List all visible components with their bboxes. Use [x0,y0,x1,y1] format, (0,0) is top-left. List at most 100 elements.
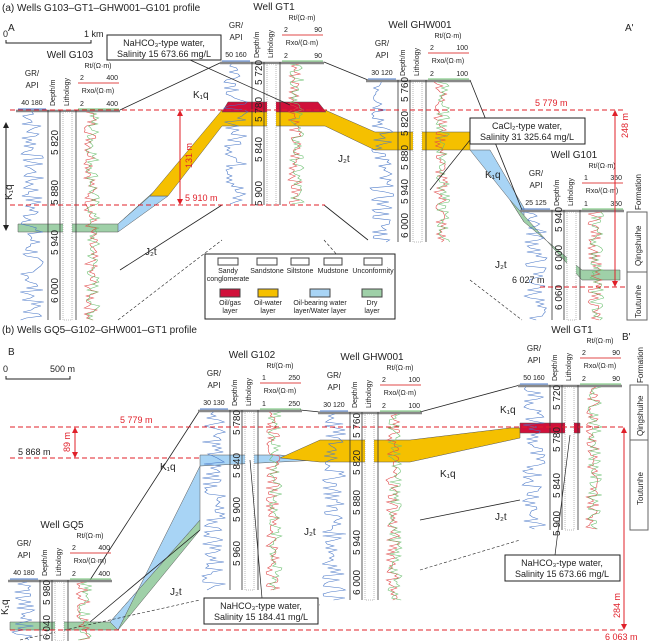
rt-scale-min: 2 [430,45,434,52]
rt-scale-max: 400 [106,75,118,82]
svg-text:Salinity 31 325.64 mg/L: Salinity 31 325.64 mg/L [480,132,574,142]
well-name: Well G102 [229,350,276,361]
rxo-label: Rxo/(Ω·m) [82,88,114,95]
gr-curve [321,413,347,601]
rt-scale-max: 400 [98,545,110,552]
rxo-scale-min: 2 [80,101,84,108]
svg-text:Toutunhe: Toutunhe [634,285,643,318]
legend-label-line: Dry [367,300,378,307]
rt-scale-min: 2 [80,75,84,82]
callout-cacl2-ghw001: CaCl₂-type water, Salinity 31 325.64 mg/… [429,117,586,191]
depth-label: 5 780 [552,427,563,452]
profile-end-label: B' [622,332,631,343]
legend-unconformity: Unconformity [352,257,394,275]
profile-start-label: A [8,23,15,34]
rxo-label: Rxo/(Ω·m) [74,558,106,565]
legend-label-line: Sandy [218,268,238,275]
rt-label: Rt/(Ω·m) [386,365,413,372]
rt-label: Rt/(Ω·m) [84,63,111,70]
svg-text:Salinity 15 673.66 mg/L: Salinity 15 673.66 mg/L [515,569,609,579]
rt-label: Rt/(Ω·m) [288,15,315,22]
gr-scale: 30 130 [203,400,225,407]
depth-label: 5 900 [552,511,563,536]
water-layer-right [469,149,525,223]
unit-k1q-left: K₁q [4,184,15,200]
depth-label: 5 840 [552,473,563,498]
legend-label-line: layer [222,308,238,315]
lithology-header: Lithology [64,77,71,106]
well-name: Well GT1 [253,2,295,13]
svg-text:Qingshuihe: Qingshuihe [634,225,643,266]
rt-label: Rt/(Ω·m) [76,533,103,540]
svg-text:Unconformity: Unconformity [352,268,394,275]
lithology-header: Lithology [268,29,275,58]
rxo-label: Rxo/(Ω·m) [384,390,416,397]
depth-label: 5 760 [352,413,363,438]
rt-scale-max: 90 [314,27,322,34]
thickness-284-label: 284 m [612,593,622,618]
thickness-248-label: 248 m [620,113,630,138]
rt-label: Rt/(Ω·m) [434,33,461,40]
unit-k1q: K₁q [500,405,516,416]
well-name: Well GQ5 [40,520,84,531]
panel-b-title: (b) Wells GQ5–G102–GHW001–GT1 profile [2,325,197,336]
depth-label: 6 060 [554,285,565,310]
rxo-label: Rxo/(Ω·m) [432,58,464,65]
panel-a: (a) Wells G103–GT1–GHW001–G101 profile A… [2,2,648,321]
formation-column-a: Formation Qingshuihe Toutunhe [626,174,648,321]
unit-k1q: K₁q [485,170,501,181]
rxo-scale-min: 2 [582,376,586,383]
gr-label: GR/ [529,169,544,178]
depth-label: 5 880 [352,490,363,515]
lithology-track [244,411,255,591]
rt-curve [587,211,603,321]
rxo-scale-min: 1 [584,201,588,208]
legend-label-line: layer [364,308,380,315]
callout-nahco3-g102: NaHCO₃-type water, Salinity 15 184.41 mg… [203,459,319,625]
well-name: Well G101 [551,150,598,161]
lithology-header: Lithology [566,352,573,381]
api-label: API [208,381,221,390]
panel-a-title: (a) Wells G103–GT1–GHW001–G101 profile [2,3,201,14]
depth-label: 6 000 [400,213,411,238]
unit-j2t: J₂t [145,247,157,258]
gr-curve [521,386,546,530]
profile-end-label: A' [625,23,634,34]
rxo-curve [288,63,305,205]
rt-scale-min: 2 [284,27,288,34]
lithology-header: Lithology [414,47,421,76]
svg-text:500 m: 500 m [50,364,75,374]
rt-curve [287,63,303,205]
lithology-track [62,111,73,321]
datum-5779-label: 5 779 m [535,98,568,108]
well-name: Well GT1 [551,325,593,336]
svg-text:Qingshuihe: Qingshuihe [636,395,645,436]
unit-j2t: J₂t [338,154,350,165]
scale-bar: 0 500 m [3,364,75,380]
api-label: API [230,33,243,42]
dry-layer [17,149,201,233]
top-5910-label: 5 910 m [185,193,218,203]
correlation-lines [119,61,523,271]
scale-max: 1 km [84,29,104,39]
gr-curve [20,111,44,321]
svg-text:Formation: Formation [634,174,643,210]
rt-scale-max: 350 [610,175,622,182]
lithology-track [412,81,423,243]
rt-curve [433,81,449,243]
rt-scale-max: 100 [408,377,420,384]
depth-header: Depth/m [400,49,407,76]
rxo-scale-max: 90 [314,53,322,60]
gr-curve [11,581,36,641]
legend-siltstone: Siltstone [287,257,314,275]
lithology-track [54,581,65,641]
depth-label: 5 720 [552,385,563,410]
